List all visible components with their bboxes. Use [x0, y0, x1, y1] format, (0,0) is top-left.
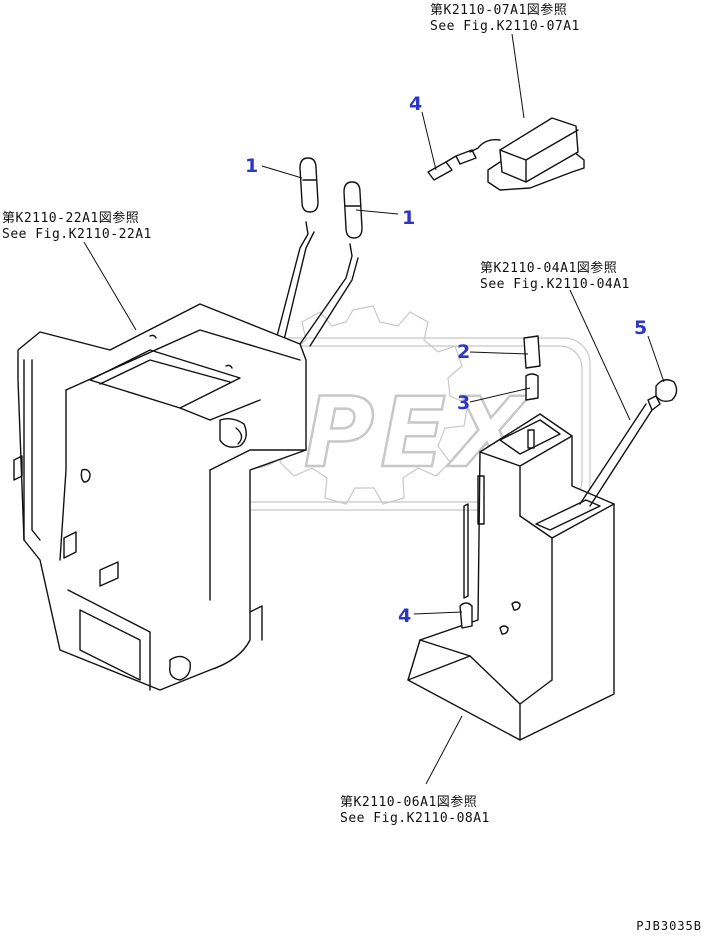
reference-jp-right: 第K2110-04A1図参照 [480, 260, 617, 276]
callout-1-right: 1 [402, 207, 415, 229]
shift-lever [579, 379, 678, 507]
pin-part-3 [525, 373, 539, 449]
right-console [407, 413, 615, 741]
reference-en-bottom: See Fig.K2110-08A1 [340, 811, 490, 826]
reference-en-left: See Fig.K2110-22A1 [2, 227, 152, 242]
reference-label-bottom: 第K2110-06A1図参照 See Fig.K2110-08A1 [340, 794, 490, 826]
callout-2: 2 [457, 341, 470, 363]
callout-4-top: 4 [409, 93, 422, 115]
reference-en-right: See Fig.K2110-04A1 [480, 277, 630, 292]
callout-5: 5 [634, 317, 647, 339]
reference-jp-top: 第K2110-07A1図参照 [430, 2, 567, 18]
reference-label-top: 第K2110-07A1図参照 See Fig.K2110-07A1 [430, 2, 580, 34]
reference-jp-left: 第K2110-22A1図参照 [2, 210, 139, 226]
lever-left [275, 157, 319, 341]
connector-bottom [459, 602, 473, 629]
reference-label-right: 第K2110-04A1図参照 See Fig.K2110-04A1 [480, 260, 630, 292]
callout-1-left: 1 [245, 155, 258, 177]
reference-label-left: 第K2110-22A1図参照 See Fig.K2110-22A1 [2, 210, 152, 242]
callout-3: 3 [457, 392, 470, 414]
left-console [13, 303, 307, 691]
connector-top [427, 155, 457, 181]
reference-jp-bottom: 第K2110-06A1図参照 [340, 794, 477, 810]
callout-4-bottom: 4 [398, 605, 411, 627]
drawing-code: PJB3035B [636, 919, 702, 933]
pin-part-2 [523, 335, 541, 369]
leader-lines [83, 33, 665, 785]
controller-box [455, 117, 585, 191]
lever-right [299, 181, 363, 347]
reference-en-top: See Fig.K2110-07A1 [430, 19, 580, 34]
